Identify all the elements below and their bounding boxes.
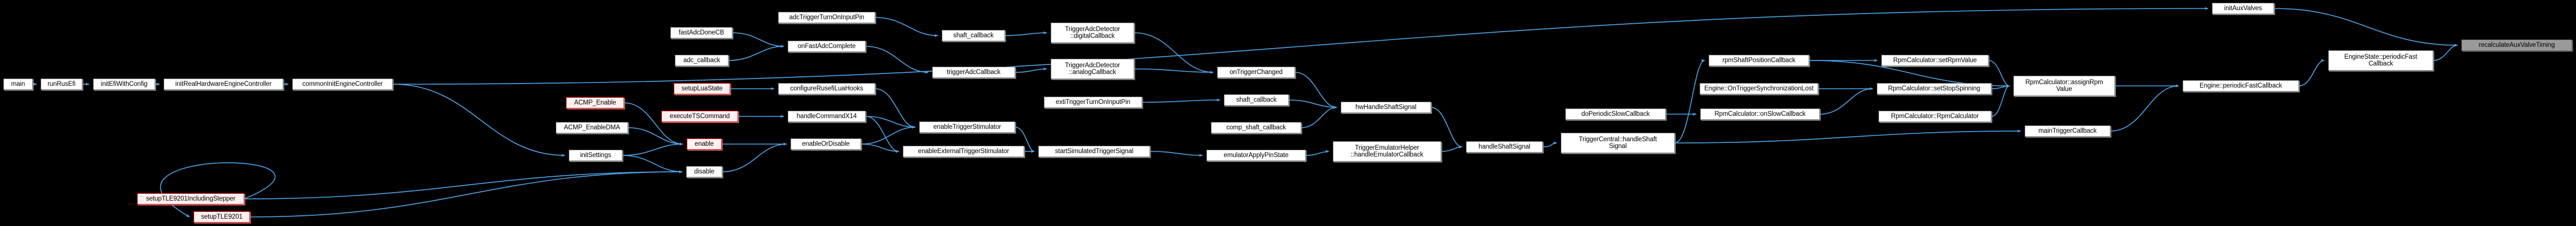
- graph-node-Engine_periodicFastCallback[interactable]: Engine::periodicFastCallback: [2183, 80, 2299, 92]
- graph-edge: [1015, 67, 1047, 73]
- graph-edge: [624, 102, 683, 146]
- graph-edge: [160, 162, 276, 218]
- graph-edge: [1674, 59, 1705, 144]
- graph-node-initEfiWithConfig[interactable]: initEfiWithConfig: [93, 79, 155, 90]
- graph-node-TriggerAdcDetector_digitalCallback[interactable]: TriggerAdcDetector ::digitalCallback: [1051, 23, 1134, 43]
- graph-node-handleCommandX14[interactable]: handleCommandX14: [788, 111, 866, 122]
- graph-edge: [861, 144, 899, 153]
- graph-node-doPeriodicSlowCallback[interactable]: doPeriodicSlowCallback: [1565, 108, 1666, 120]
- graph-node-recalculateAuxValveTiming: recalculateAuxValveTiming: [2461, 40, 2572, 51]
- graph-node-startSimulatedTriggerSignal[interactable]: startSimulatedTriggerSignal: [1038, 146, 1150, 157]
- graph-node-RpmCalculator_onSlowCallback[interactable]: RpmCalculator::onSlowCallback: [1700, 108, 1820, 120]
- graph-edge: [1542, 141, 1557, 147]
- graph-node-emulatorApplyPinState[interactable]: emulatorApplyPinState: [1206, 150, 1306, 161]
- graph-edge: [622, 142, 683, 156]
- graph-edge: [1441, 145, 1463, 152]
- graph-edge: [861, 125, 916, 145]
- graph-edge: [2433, 44, 2458, 61]
- graph-node-triggerAdcCallback[interactable]: triggerAdcCallback: [932, 67, 1015, 78]
- graph-node-rpmShaftPositionCallback[interactable]: rpmShaftPositionCallback: [1709, 55, 1809, 66]
- graph-node-Engine_OnTriggerSynchronizationLost[interactable]: Engine::OnTriggerSynchronizationLost: [1700, 83, 1818, 94]
- graph-node-extiTriggerTurnOnInputPin[interactable]: extiTriggerTurnOnInputPin: [1044, 97, 1142, 108]
- graph-node-ACMP_Enable[interactable]: ACMP_Enable: [566, 97, 624, 108]
- graph-node-TriggerCentral_handleShaftSignal[interactable]: TriggerCentral::handleShaft Signal: [1561, 133, 1675, 153]
- graph-node-enable[interactable]: enable: [687, 138, 722, 150]
- graph-node-commonInitEngineController[interactable]: commonInitEngineController: [292, 79, 393, 90]
- graph-node-RpmCalculator_setStopSpinning[interactable]: RpmCalculator::setStopSpinning: [1877, 83, 1991, 94]
- graph-node-RpmCalculator_RpmCalculator[interactable]: RpmCalculator::RpmCalculator: [1879, 111, 1991, 122]
- graph-node-adcTriggerTurnOnInputPin[interactable]: adcTriggerTurnOnInputPin: [778, 12, 875, 23]
- graph-node-initRealHardwareEngineController[interactable]: initRealHardwareEngineController: [164, 79, 283, 90]
- graph-node-enableExternalTriggerStimulator[interactable]: enableExternalTriggerStimulator: [903, 146, 1024, 157]
- graph-edge: [1305, 150, 1329, 156]
- graph-edge: [1674, 129, 2021, 144]
- graph-node-enableOrDisable[interactable]: enableOrDisable: [791, 138, 861, 150]
- graph-node-hwHandleShaftSignal[interactable]: hwHandleShaftSignal: [1341, 102, 1431, 113]
- graph-edge: [728, 45, 784, 61]
- graph-node-ACMP_EnableDMA[interactable]: ACMP_EnableDMA: [556, 122, 628, 133]
- graph-edge: [392, 7, 2209, 85]
- graph-edge: [1004, 31, 1047, 36]
- graph-node-comp_shaft_callback[interactable]: comp_shaft_callback: [1211, 122, 1301, 133]
- graph-node-adc_callback[interactable]: adc_callback: [675, 55, 729, 66]
- graph-edge: [1134, 68, 1214, 74]
- graph-node-onTriggerChanged[interactable]: onTriggerChanged: [1217, 67, 1295, 78]
- graph-edge: [2274, 8, 2458, 47]
- graph-node-shaft_callback_mid[interactable]: shaft_callback: [1224, 94, 1289, 106]
- graph-edge: [722, 142, 787, 172]
- graph-edge: [627, 127, 683, 146]
- graph-node-setupTLE9201[interactable]: setupTLE9201: [194, 211, 250, 223]
- graph-node-main[interactable]: main: [3, 79, 33, 90]
- graph-node-enableTriggerStimulator[interactable]: enableTriggerStimulator: [919, 121, 1015, 133]
- graph-edge: [622, 155, 683, 173]
- graph-edge: [249, 170, 683, 218]
- graph-node-mainTriggerCallback[interactable]: mainTriggerCallback: [2025, 125, 2110, 137]
- graph-edge: [875, 17, 938, 37]
- graph-node-setupLuaState[interactable]: setupLuaState: [674, 83, 730, 94]
- graph-node-handleShaftSignal[interactable]: handleShaftSignal: [1466, 141, 1543, 153]
- graph-node-disable[interactable]: disable: [686, 166, 722, 177]
- graph-edge: [392, 84, 565, 157]
- graph-edge: [1288, 99, 1337, 109]
- graph-node-onFastAdcComplete[interactable]: onFastAdcComplete: [788, 41, 866, 52]
- graph-edge: [1294, 72, 1337, 109]
- graph-node-RpmCalculator_assignRpmValue[interactable]: RpmCalculator::assignRpm Value: [2013, 76, 2115, 96]
- graph-node-runRusEfi[interactable]: runRusEfi: [41, 79, 82, 90]
- graph-node-EngineState_periodicFastCallback[interactable]: EngineState::periodicFast Callback: [2328, 50, 2433, 71]
- graph-node-TriggerEmulatorHelper_handleEmulatorCallback[interactable]: TriggerEmulatorHelper ::handleEmulatorCa…: [1333, 141, 1441, 162]
- graph-edge: [732, 32, 784, 48]
- graph-edge: [1142, 98, 1221, 103]
- graph-edge: [1149, 151, 1203, 157]
- graph-edge: [1991, 84, 2010, 117]
- graph-edge: [865, 116, 899, 153]
- graph-node-RpmCalculator_setRpmValue[interactable]: RpmCalculator::setRpmValue: [1881, 55, 1989, 66]
- graph-node-configureRusefiLuaHooks[interactable]: configureRusefiLuaHooks: [778, 83, 875, 94]
- graph-node-shaft_callback_top[interactable]: shaft_callback: [942, 30, 1005, 41]
- graph-node-TriggerAdcDetector_analogCallback[interactable]: TriggerAdcDetector ::analogCallback: [1051, 59, 1134, 79]
- graph-edge: [875, 88, 916, 129]
- graph-node-fastAdcDoneCB[interactable]: fastAdcDoneCB: [670, 27, 732, 38]
- graph-node-executeTSCommand[interactable]: executeTSCommand: [661, 111, 738, 122]
- graph-edge: [1134, 32, 1214, 74]
- graph-edge: [244, 170, 683, 199]
- graph-edge: [1991, 84, 2010, 89]
- graph-edge: [2298, 59, 2325, 86]
- graph-edge: [865, 116, 916, 129]
- graph-edge: [1301, 106, 1337, 128]
- graph-edge: [865, 46, 929, 74]
- graph-edge: [1988, 60, 2010, 88]
- graph-edge: [1819, 87, 1873, 115]
- graph-node-setupTLE9201IncludingStepper[interactable]: setupTLE9201IncludingStepper: [137, 193, 244, 205]
- graph-edge: [2110, 84, 2179, 132]
- graph-node-initAuxValves[interactable]: initAuxValves: [2212, 3, 2274, 14]
- graph-node-initSettings[interactable]: initSettings: [569, 150, 622, 161]
